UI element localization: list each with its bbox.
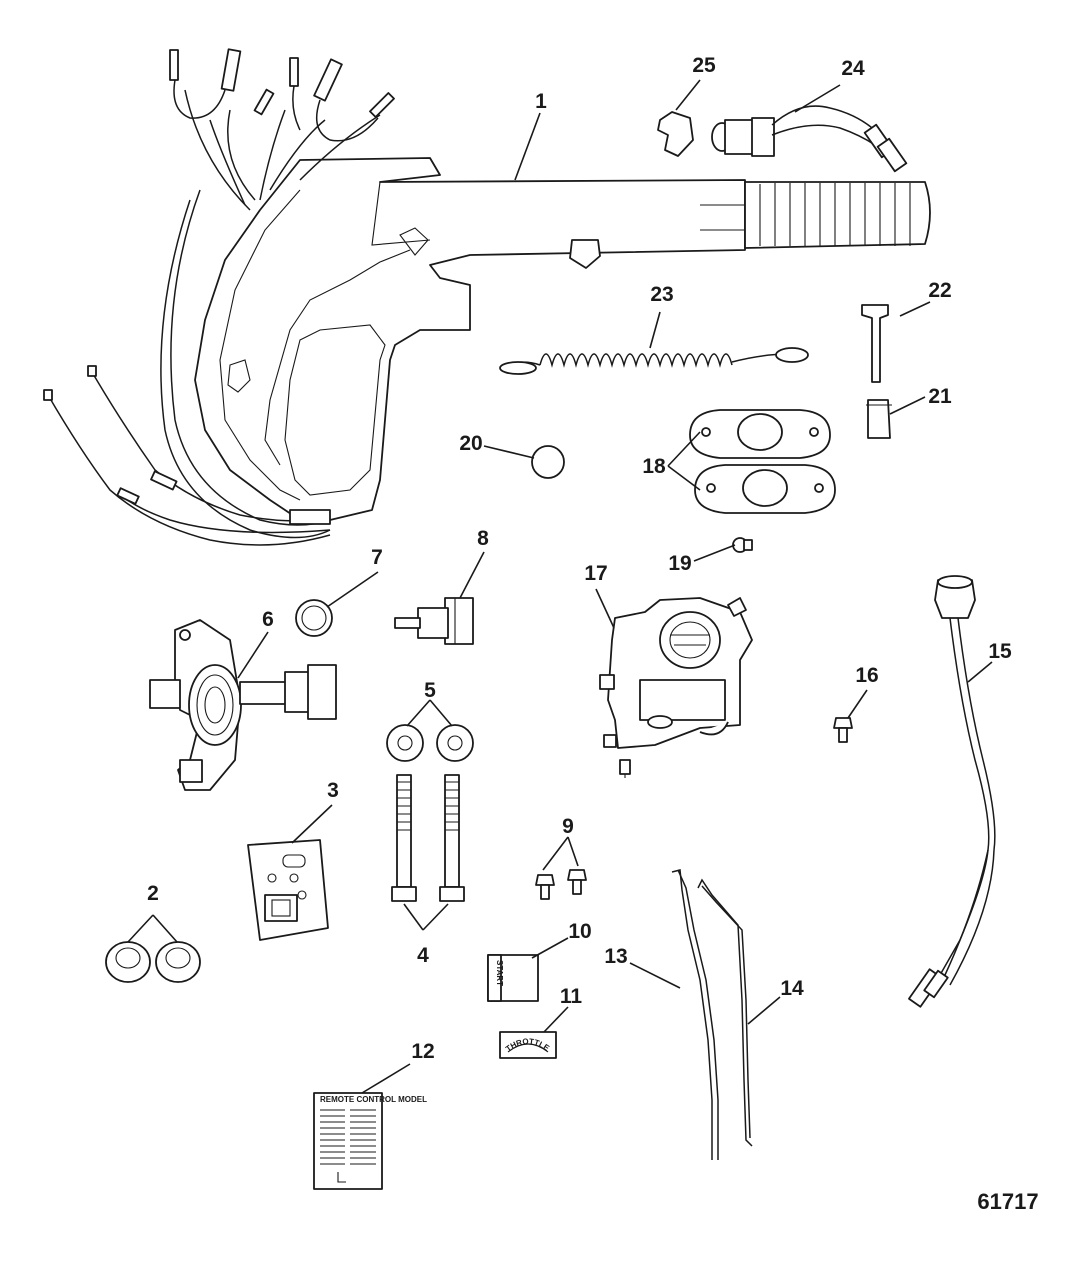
callout-5: 5	[424, 679, 436, 702]
screws-part-9	[535, 869, 587, 900]
washers-part-5	[386, 724, 474, 762]
fitting-part-8	[394, 597, 474, 645]
callout-19: 19	[668, 552, 691, 575]
callout-16: 16	[855, 664, 878, 687]
leader-lines	[127, 79, 993, 1094]
pin-part-22	[861, 304, 889, 383]
card-title: REMOTE CONTROL MODEL	[320, 1095, 427, 1104]
callout-21: 21	[928, 385, 952, 408]
callout-10: 10	[568, 920, 591, 943]
start-decal-part-10: START	[487, 954, 539, 1002]
start-decal-text: START	[495, 960, 504, 986]
callout-14: 14	[780, 977, 804, 1000]
callout-15: 15	[988, 640, 1012, 663]
lanyard-part-23	[499, 347, 809, 375]
callout-2: 2	[147, 882, 159, 905]
caps-part-2	[105, 941, 201, 983]
callout-25: 25	[692, 54, 716, 77]
o-ring-part-7	[295, 599, 333, 637]
callout-1: 1	[535, 90, 547, 113]
callout-24: 24	[841, 57, 865, 80]
callout-17: 17	[584, 562, 607, 585]
callout-7: 7	[371, 546, 383, 569]
callout-18: 18	[642, 455, 666, 478]
link-rod-part-14	[697, 878, 753, 1147]
link-rod-part-13	[671, 869, 719, 1160]
stop-switch-part-24	[711, 105, 908, 173]
callout-labels: 1 2 3 4 5 6 7 8 9 10 11 12 13 14 15 16 1…	[147, 54, 1012, 1063]
clamp-part-19	[732, 537, 753, 553]
callout-4: 4	[417, 944, 429, 967]
carburetor-part-17	[599, 597, 753, 778]
screw-part-16	[833, 717, 853, 743]
cap-part-21	[866, 399, 892, 439]
tiller-handle-part-1	[43, 48, 931, 546]
callout-22: 22	[928, 279, 951, 302]
figure-number: 61717	[977, 1189, 1038, 1214]
clip-part-25	[657, 111, 694, 157]
callout-20: 20	[459, 432, 482, 455]
instruction-card-part-12: REMOTE CONTROL MODEL	[313, 1092, 427, 1190]
callout-3: 3	[327, 779, 339, 802]
callout-12: 12	[411, 1040, 434, 1063]
callout-9: 9	[562, 815, 574, 838]
callout-6: 6	[262, 608, 274, 631]
callout-11: 11	[560, 985, 583, 1008]
callout-13: 13	[604, 945, 627, 968]
shift-assembly-part-6	[149, 619, 337, 791]
harness-part-15	[908, 575, 996, 1008]
callout-23: 23	[650, 283, 673, 306]
plate-part-3	[247, 839, 329, 941]
gaskets-part-18	[689, 409, 836, 514]
knob-ball-part-20	[531, 445, 565, 479]
callout-8: 8	[477, 527, 489, 550]
bolts-part-4	[391, 774, 465, 902]
